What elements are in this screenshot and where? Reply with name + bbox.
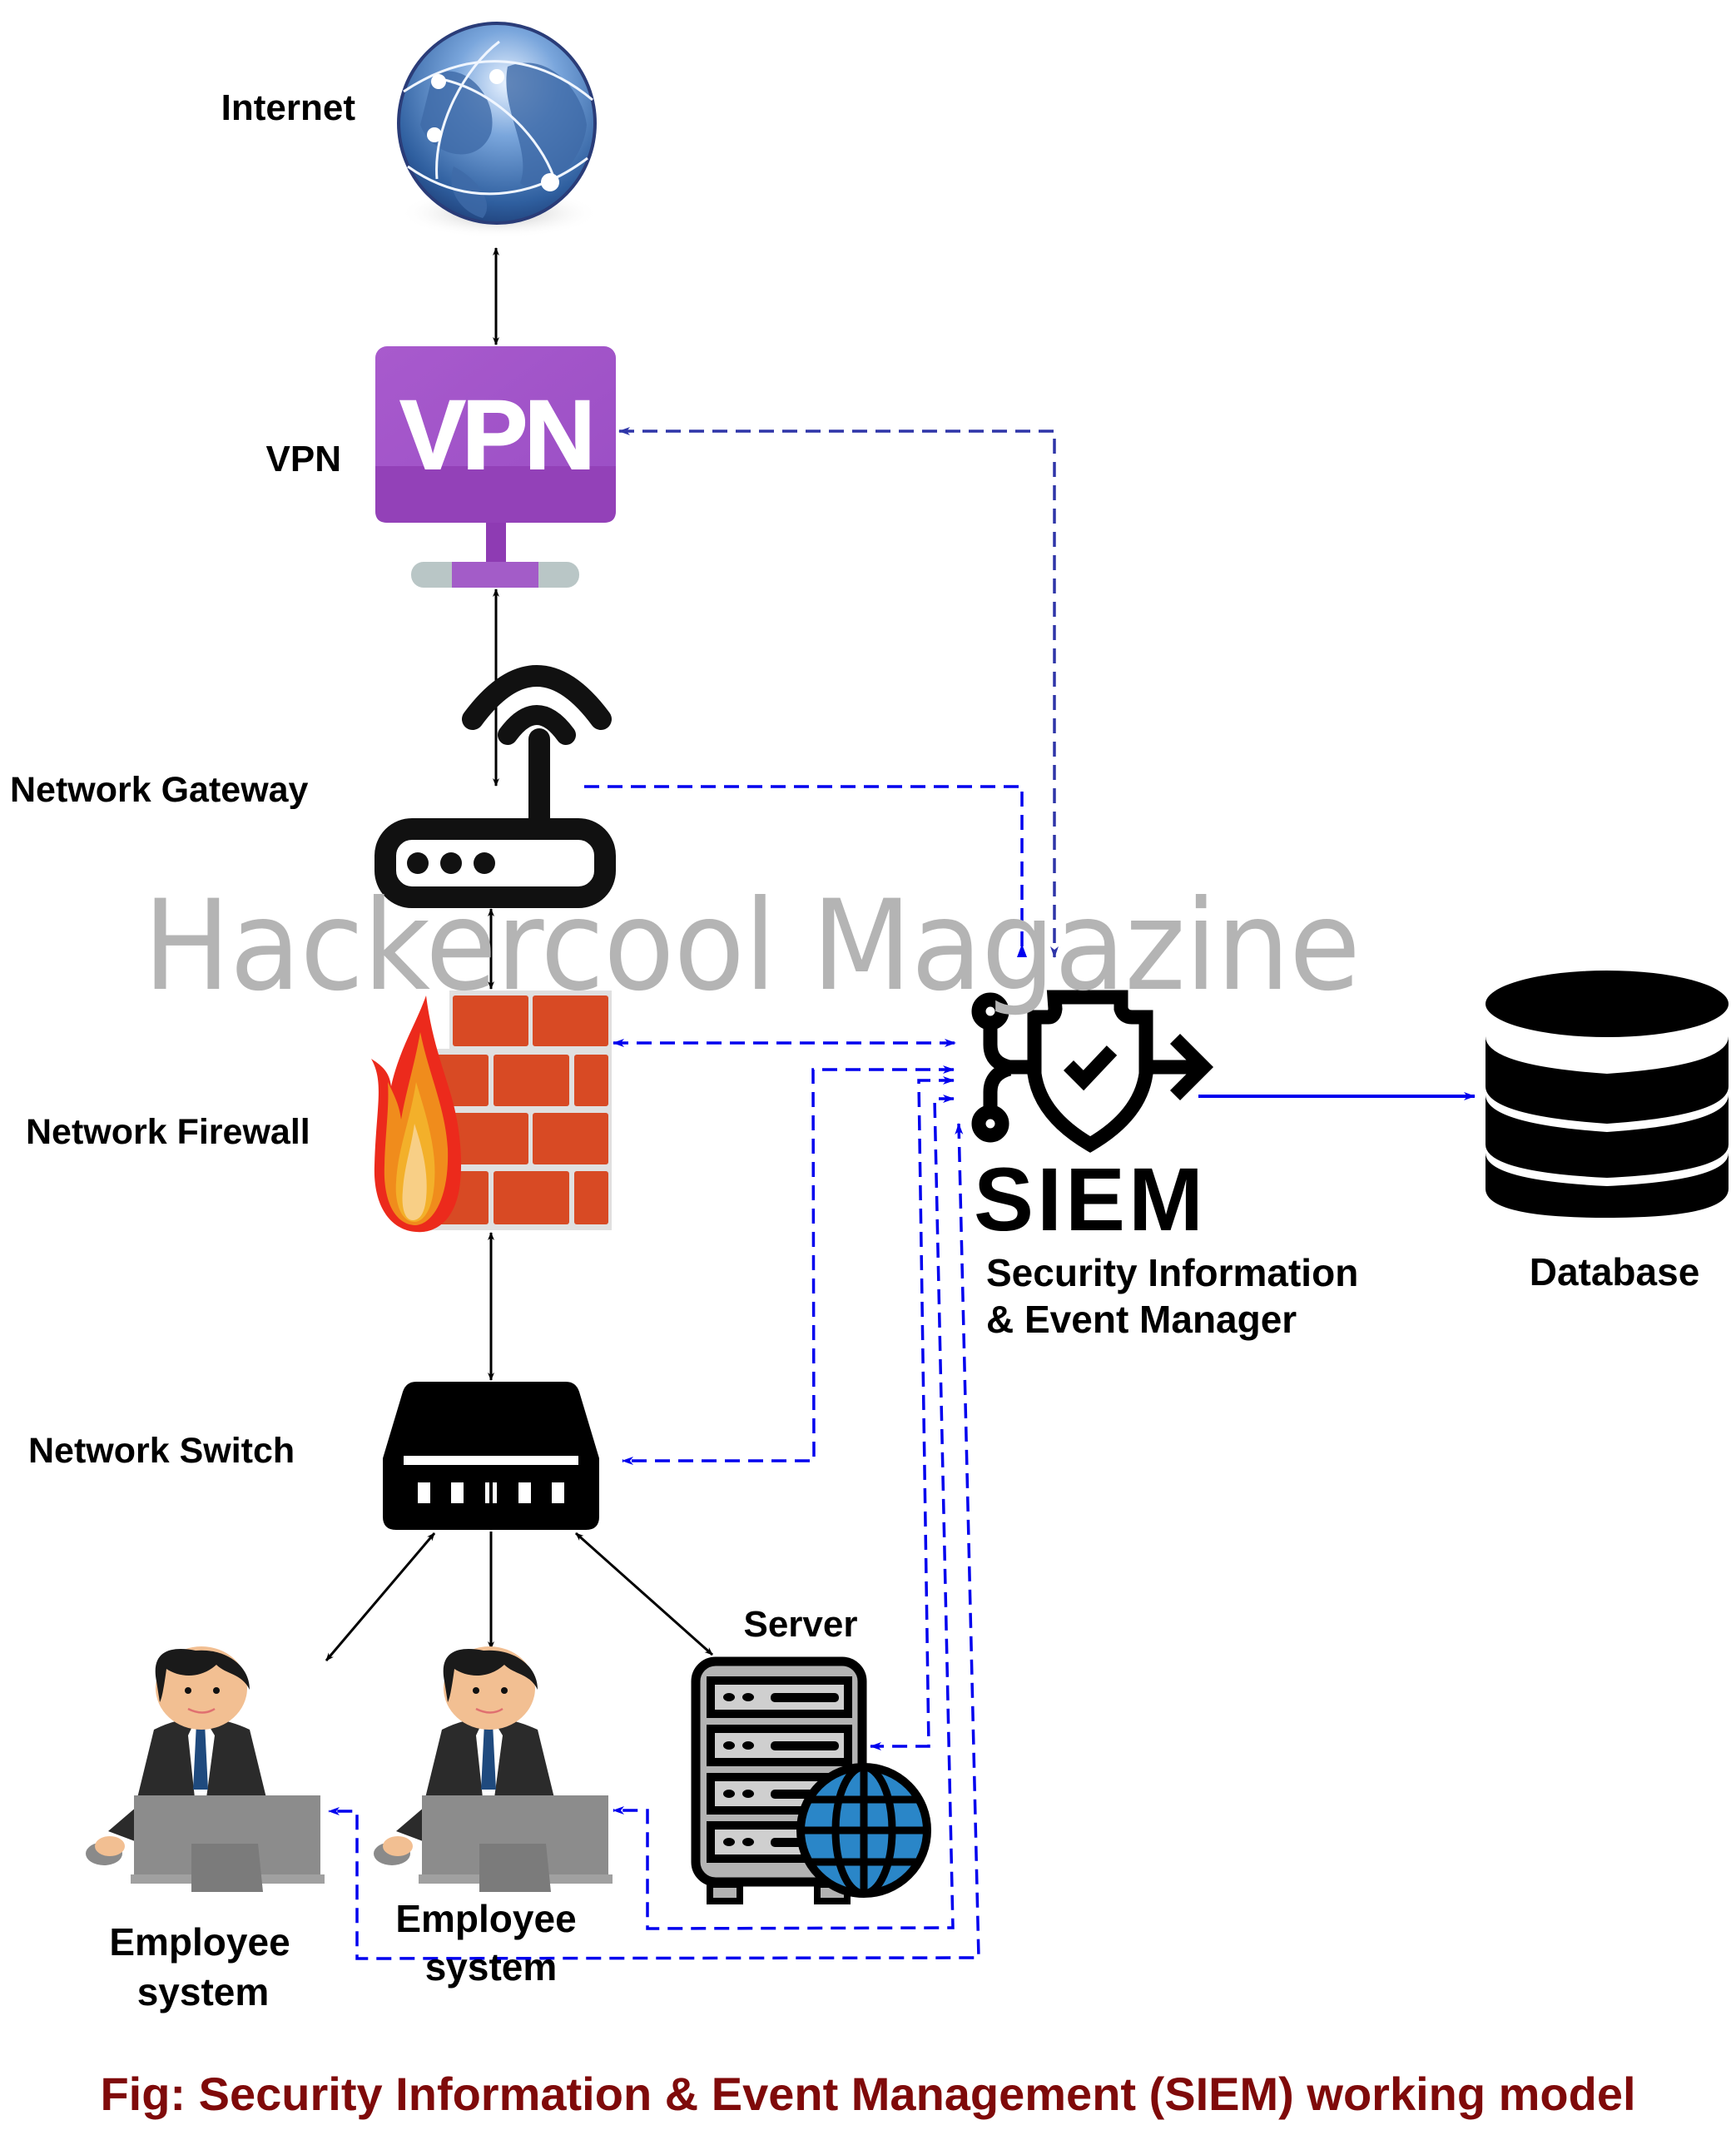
server-globe-icon	[691, 1656, 931, 1904]
vpn-monitor-icon: VPN	[375, 346, 616, 588]
employee1-label-line1: Employee	[109, 1920, 290, 1964]
link-siem-employee1	[328, 1123, 980, 1960]
router-icon	[374, 665, 616, 908]
figure-caption: Fig: Security Information & Event Manage…	[100, 2068, 1636, 2120]
shield-check-icon: SIEM	[971, 990, 1214, 1249]
database-icon	[1486, 971, 1729, 1218]
siem-icon-text: SIEM	[974, 1149, 1207, 1249]
network-gateway-label: Network Gateway	[10, 770, 309, 810]
watermark: Hackercool Magazine	[143, 874, 1361, 1019]
link-gateway-siem	[584, 785, 1024, 949]
link-siem-vpn	[618, 427, 1059, 958]
employee1-label-line2: system	[136, 1970, 270, 2013]
network-switch-label: Network Switch	[28, 1431, 295, 1471]
switch-icon	[383, 1382, 599, 1530]
server-label: Server	[743, 1604, 858, 1645]
employee2-label-line1: Employee	[395, 1897, 577, 1940]
globe-icon	[397, 22, 599, 238]
dashed-links	[328, 427, 1059, 1960]
vpn-label: VPN	[265, 439, 341, 479]
employee2-label-line2: system	[424, 1945, 558, 1989]
siem-label-line2: & Event Manager	[986, 1298, 1297, 1341]
siem-label-line1: Security Information	[986, 1251, 1359, 1294]
link-switch-server	[575, 1532, 713, 1656]
link-switch-employee1	[325, 1532, 436, 1661]
employee-computer-icon	[374, 1646, 613, 1892]
gateway-siem-arrowhead	[1017, 944, 1027, 957]
internet-label: Internet	[221, 87, 355, 128]
vpn-icon-text: VPN	[400, 380, 593, 490]
network-firewall-label: Network Firewall	[26, 1112, 310, 1152]
link-siem-switch	[622, 1065, 955, 1465]
database-label: Database	[1529, 1250, 1700, 1293]
firewall-icon	[371, 991, 612, 1233]
employee-computer-icon	[86, 1646, 325, 1892]
